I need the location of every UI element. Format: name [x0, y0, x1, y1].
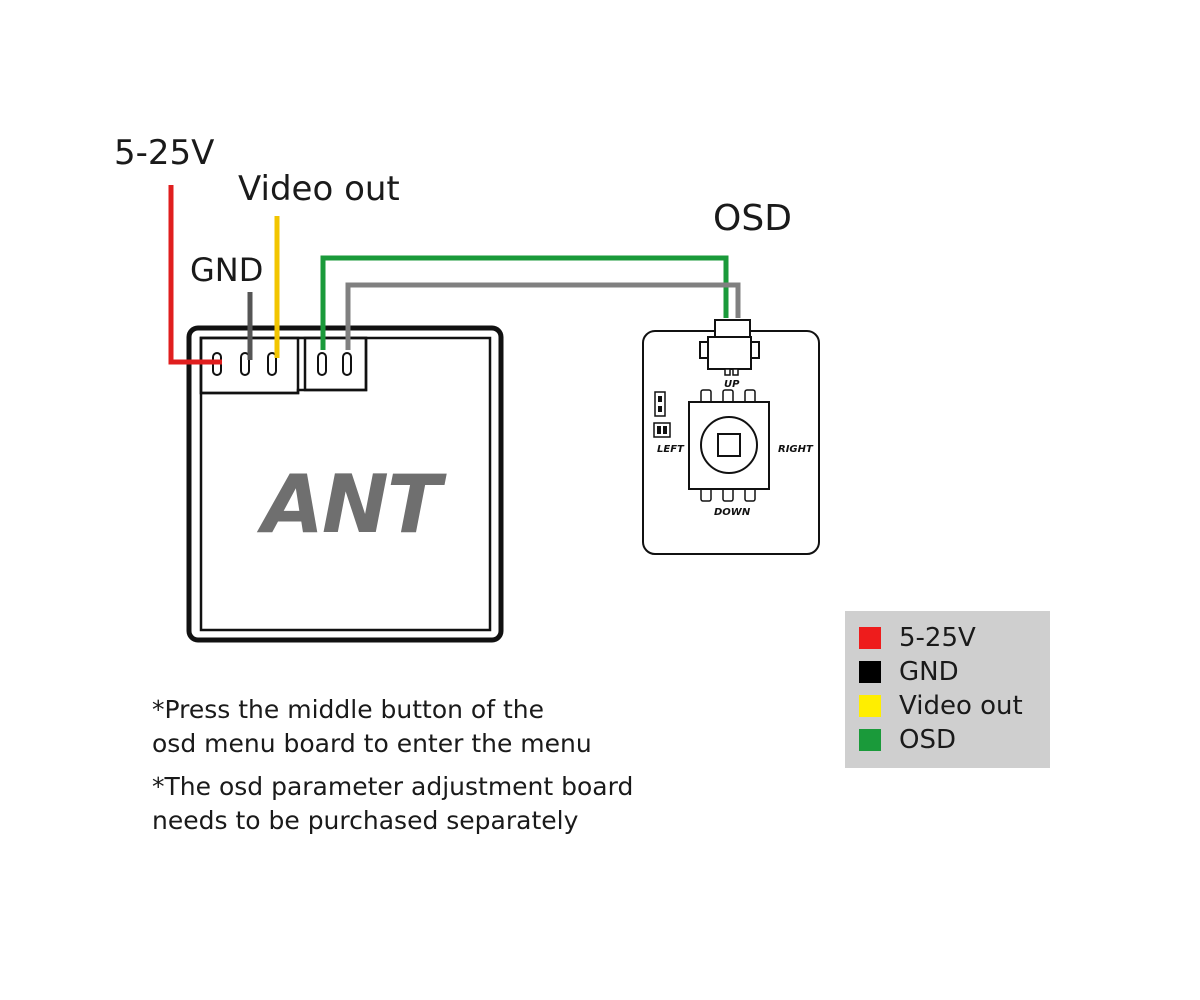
legend-swatch-power: [859, 627, 881, 649]
jumper-pin: [658, 406, 662, 412]
jumper-header: [654, 391, 666, 417]
osd-green-wire: [320, 255, 729, 350]
power-wire: [168, 185, 222, 365]
jumper-pin: [657, 426, 661, 434]
note-line: *The osd parameter adjustment board: [152, 772, 634, 801]
legend-swatch-gnd: [859, 661, 881, 683]
note-line: *Press the middle button of the: [152, 695, 545, 724]
jumper-header: [653, 422, 671, 438]
osd-connector: [714, 319, 751, 338]
legend-label: GND: [899, 657, 959, 687]
note-line: osd menu board to enter the menu: [152, 729, 592, 758]
legend-item: OSD: [859, 723, 1050, 757]
osd-connector-tab: [750, 341, 760, 359]
note-purchase-separately: *The osd parameter adjustment board need…: [152, 770, 712, 838]
jumper-pin: [663, 426, 667, 434]
pin: [240, 352, 250, 376]
note-line: needs to be purchased separately: [152, 806, 579, 835]
right-label: RIGHT: [778, 444, 814, 455]
down-label: DOWN: [714, 507, 751, 518]
ant-board-outer: [186, 325, 504, 643]
color-legend: 5-25V GND Video out OSD: [845, 611, 1050, 768]
power-label: 5-25V: [114, 133, 214, 173]
gnd-label: GND: [190, 251, 263, 289]
legend-swatch-video: [859, 695, 881, 717]
osd-label: OSD: [713, 198, 792, 239]
osd-connector-base: [707, 336, 752, 370]
jumper-pin: [658, 396, 662, 402]
legend-item: GND: [859, 655, 1050, 689]
left-label: LEFT: [657, 444, 685, 455]
pin: [342, 352, 352, 376]
osd-board: UP LEFT RIGHT DOWN: [642, 319, 820, 555]
legend-item: 5-25V: [859, 621, 1050, 655]
video-out-label: Video out: [238, 169, 400, 209]
ant-board: ANT: [186, 325, 504, 643]
ant-logo: ANT: [256, 458, 447, 551]
note-press-middle-button: *Press the middle button of the osd menu…: [152, 693, 712, 761]
pin: [267, 352, 277, 376]
pin: [317, 352, 327, 376]
legend-label: OSD: [899, 725, 956, 755]
up-label: UP: [724, 379, 740, 390]
pin: [724, 368, 731, 376]
osd-gray-wire: [345, 282, 741, 350]
ant-connector-block: [199, 336, 368, 395]
osd-connector-tab: [699, 341, 709, 359]
middle-button[interactable]: [717, 433, 741, 457]
legend-label: 5-25V: [899, 623, 976, 653]
legend-swatch-osd: [859, 729, 881, 751]
legend-label: Video out: [899, 691, 1023, 721]
pin: [732, 368, 739, 376]
legend-item: Video out: [859, 689, 1050, 723]
osd-connector-housing: [303, 336, 368, 392]
